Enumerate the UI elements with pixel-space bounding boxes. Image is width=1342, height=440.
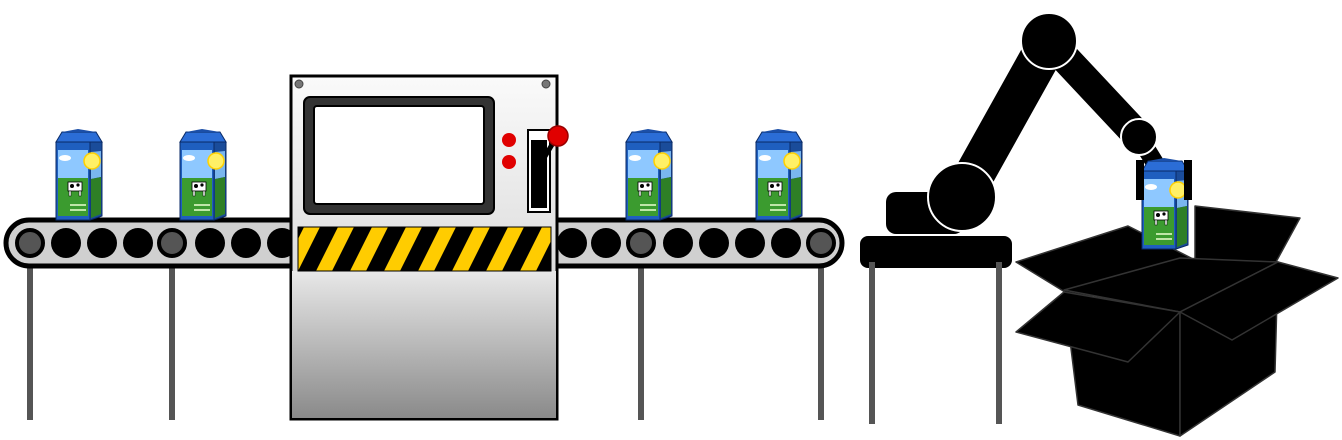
screw-icon	[294, 79, 304, 89]
robot-table	[860, 236, 1012, 424]
milk-carton-icon	[625, 128, 673, 221]
robot-gripper	[1136, 160, 1144, 200]
hazard-stripe-band	[400, 227, 440, 271]
hazard-stripe-band	[332, 227, 372, 271]
roller	[591, 228, 621, 258]
robot-joint	[1020, 12, 1078, 70]
milk-carton-icon	[55, 128, 103, 221]
hazard-stripe-band	[536, 241, 551, 271]
roller	[51, 228, 81, 258]
conveyor-legs	[27, 245, 824, 420]
roller	[735, 228, 765, 258]
lever-knob-icon	[547, 125, 569, 147]
hazard-stripe-band	[298, 227, 338, 271]
roller	[15, 228, 45, 258]
hazard-stripe-band	[366, 227, 406, 271]
roller	[231, 228, 261, 258]
roller	[626, 228, 656, 258]
roller	[771, 228, 801, 258]
indicator-light-icon	[502, 133, 516, 147]
roller	[699, 228, 729, 258]
hazard-stripe-band	[468, 227, 508, 271]
hazard-stripe-band	[434, 227, 474, 271]
roller	[123, 228, 153, 258]
hazard-stripe	[297, 226, 552, 272]
hazard-stripe-band	[298, 227, 304, 239]
machine-screen	[313, 105, 485, 205]
milk-carton-icon	[1141, 157, 1189, 250]
robot-arm-icon	[886, 12, 1192, 250]
packaging-machine-icon	[289, 74, 569, 421]
roller	[157, 228, 187, 258]
milk-carton-icon	[179, 128, 227, 221]
roller	[87, 228, 117, 258]
roller	[557, 228, 587, 258]
roller	[195, 228, 225, 258]
open-box-icon	[1015, 205, 1339, 437]
roller	[806, 228, 836, 258]
robot-joint	[927, 162, 997, 232]
robot-joint	[1120, 118, 1158, 156]
screw-icon	[541, 79, 551, 89]
roller	[663, 228, 693, 258]
machine-lower-panel	[292, 271, 556, 418]
milk-carton-icon	[755, 128, 803, 221]
indicator-light-icon	[502, 155, 516, 169]
hazard-stripe-band	[502, 227, 542, 271]
